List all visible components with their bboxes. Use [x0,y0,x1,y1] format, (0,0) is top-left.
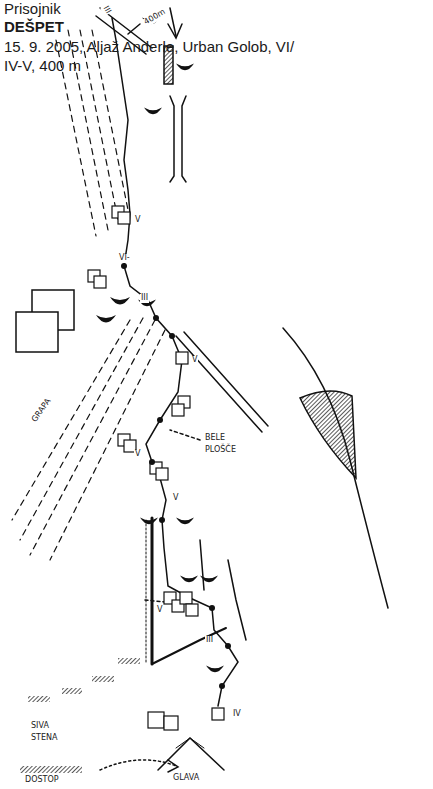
feature-label: BELE PLOŠČE [204,432,240,456]
grade-label: V [156,606,163,615]
grade-label: V [172,494,179,503]
feature-label: GRAPA [30,396,54,425]
grade-label: III [140,294,149,303]
grade-label: V [191,356,198,365]
route-info: 15. 9. 2005, Aljaž Anderle, Urban Golob,… [4,37,304,75]
feature-label: GLAVA [172,774,200,783]
grade-label: V [134,216,141,225]
grade-label: IV [232,710,242,719]
grade-label: VI- [118,254,131,263]
feature-label: DOSTOP [24,776,60,785]
feature-label: SIVA STENA [30,720,66,744]
grade-label: V [134,450,141,459]
route-title: DEŠPET [4,19,64,36]
grade-label: III [100,4,112,16]
grade-label: III [205,636,214,645]
length-label: 400m [142,7,168,27]
mountain-name: Prisojnik [4,1,61,18]
